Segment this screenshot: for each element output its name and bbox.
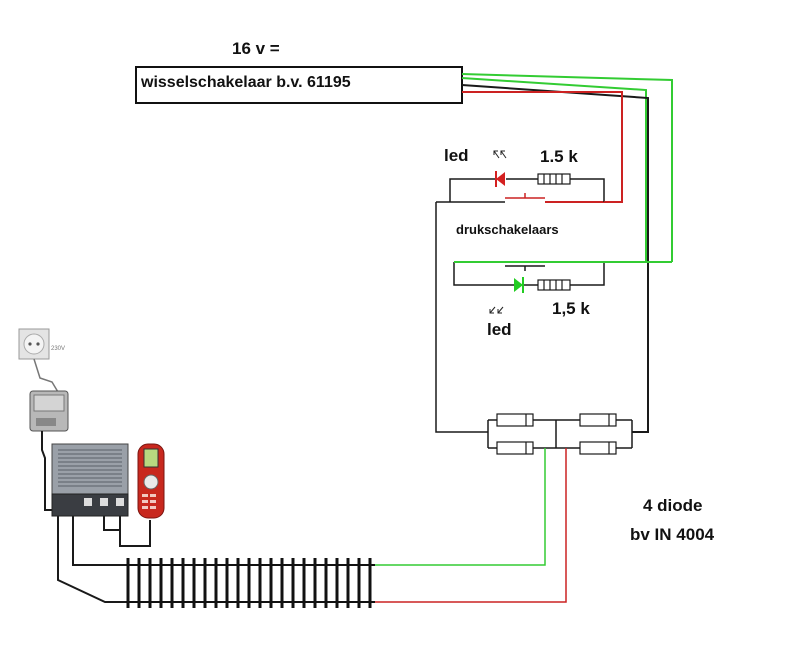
track-icon bbox=[126, 558, 375, 608]
diode-type-label: bv IN 4004 bbox=[630, 525, 715, 544]
led-bottom-label: led bbox=[487, 320, 512, 339]
led-red-icon bbox=[493, 150, 507, 187]
resistor-bottom-label: 1,5 k bbox=[552, 299, 590, 318]
pushbuttons-label: drukschakelaars bbox=[456, 222, 559, 237]
central-station-icon bbox=[51, 443, 129, 517]
voltage-label: 16 v = bbox=[232, 39, 280, 58]
led-branch-bottom bbox=[453, 262, 605, 286]
wire-transformer-station bbox=[41, 431, 55, 511]
wire-black-left-bus bbox=[435, 202, 488, 433]
resistor-bottom-icon bbox=[537, 279, 571, 291]
wire-red-top bbox=[462, 91, 623, 203]
switch-box bbox=[135, 66, 463, 104]
led-top-label: led bbox=[444, 146, 469, 165]
wire-green-track bbox=[372, 448, 546, 566]
wire-red-track bbox=[372, 448, 567, 603]
power-transformer-icon bbox=[29, 390, 69, 432]
switch-box-label: wisselschakelaar b.v. 61195 bbox=[141, 74, 351, 91]
pushbutton-top-icon bbox=[505, 193, 545, 199]
wall-socket-icon bbox=[18, 328, 50, 360]
mains-plate-label: 230V bbox=[51, 346, 66, 352]
mains-cable bbox=[33, 358, 59, 393]
diode-count-label: 4 diode bbox=[643, 496, 703, 515]
resistor-top-icon bbox=[537, 173, 571, 185]
resistor-top-label: 1.5 k bbox=[540, 147, 578, 166]
led-green-icon bbox=[489, 277, 524, 314]
diode-bridge bbox=[487, 419, 633, 449]
pushbutton-bottom-icon bbox=[505, 265, 545, 271]
handheld-controller-icon bbox=[137, 443, 165, 519]
wire-green-top bbox=[461, 73, 673, 262]
wire-black-top bbox=[461, 84, 649, 433]
wire-black-station-track bbox=[57, 512, 151, 603]
diode-icon bbox=[496, 413, 617, 455]
led-branch-top bbox=[436, 178, 622, 203]
